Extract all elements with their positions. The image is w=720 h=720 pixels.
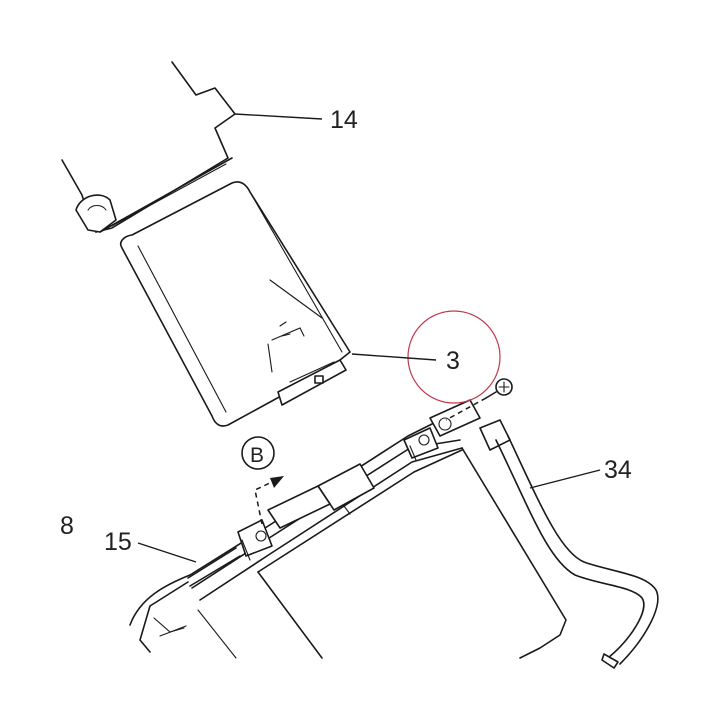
highlight-circle: [407, 310, 501, 404]
part-3-battery-cover: [119, 181, 351, 427]
part-14-bracket: [61, 61, 236, 233]
screw-part: [445, 378, 513, 421]
leader-34: [529, 469, 601, 489]
leader-3: [351, 353, 437, 361]
leader-14: [234, 113, 323, 120]
housing-body: [129, 399, 567, 659]
callout-8: 8: [60, 512, 74, 540]
callout-15: 15: [104, 528, 132, 556]
callout-34: 34: [604, 456, 632, 484]
callout-3: 3: [446, 347, 460, 375]
callout-14: 14: [330, 106, 358, 134]
leader-15: [137, 542, 197, 563]
part-34-cable: [495, 435, 659, 669]
view-b-label: B: [250, 444, 264, 467]
view-b-indicator: [241, 436, 284, 525]
